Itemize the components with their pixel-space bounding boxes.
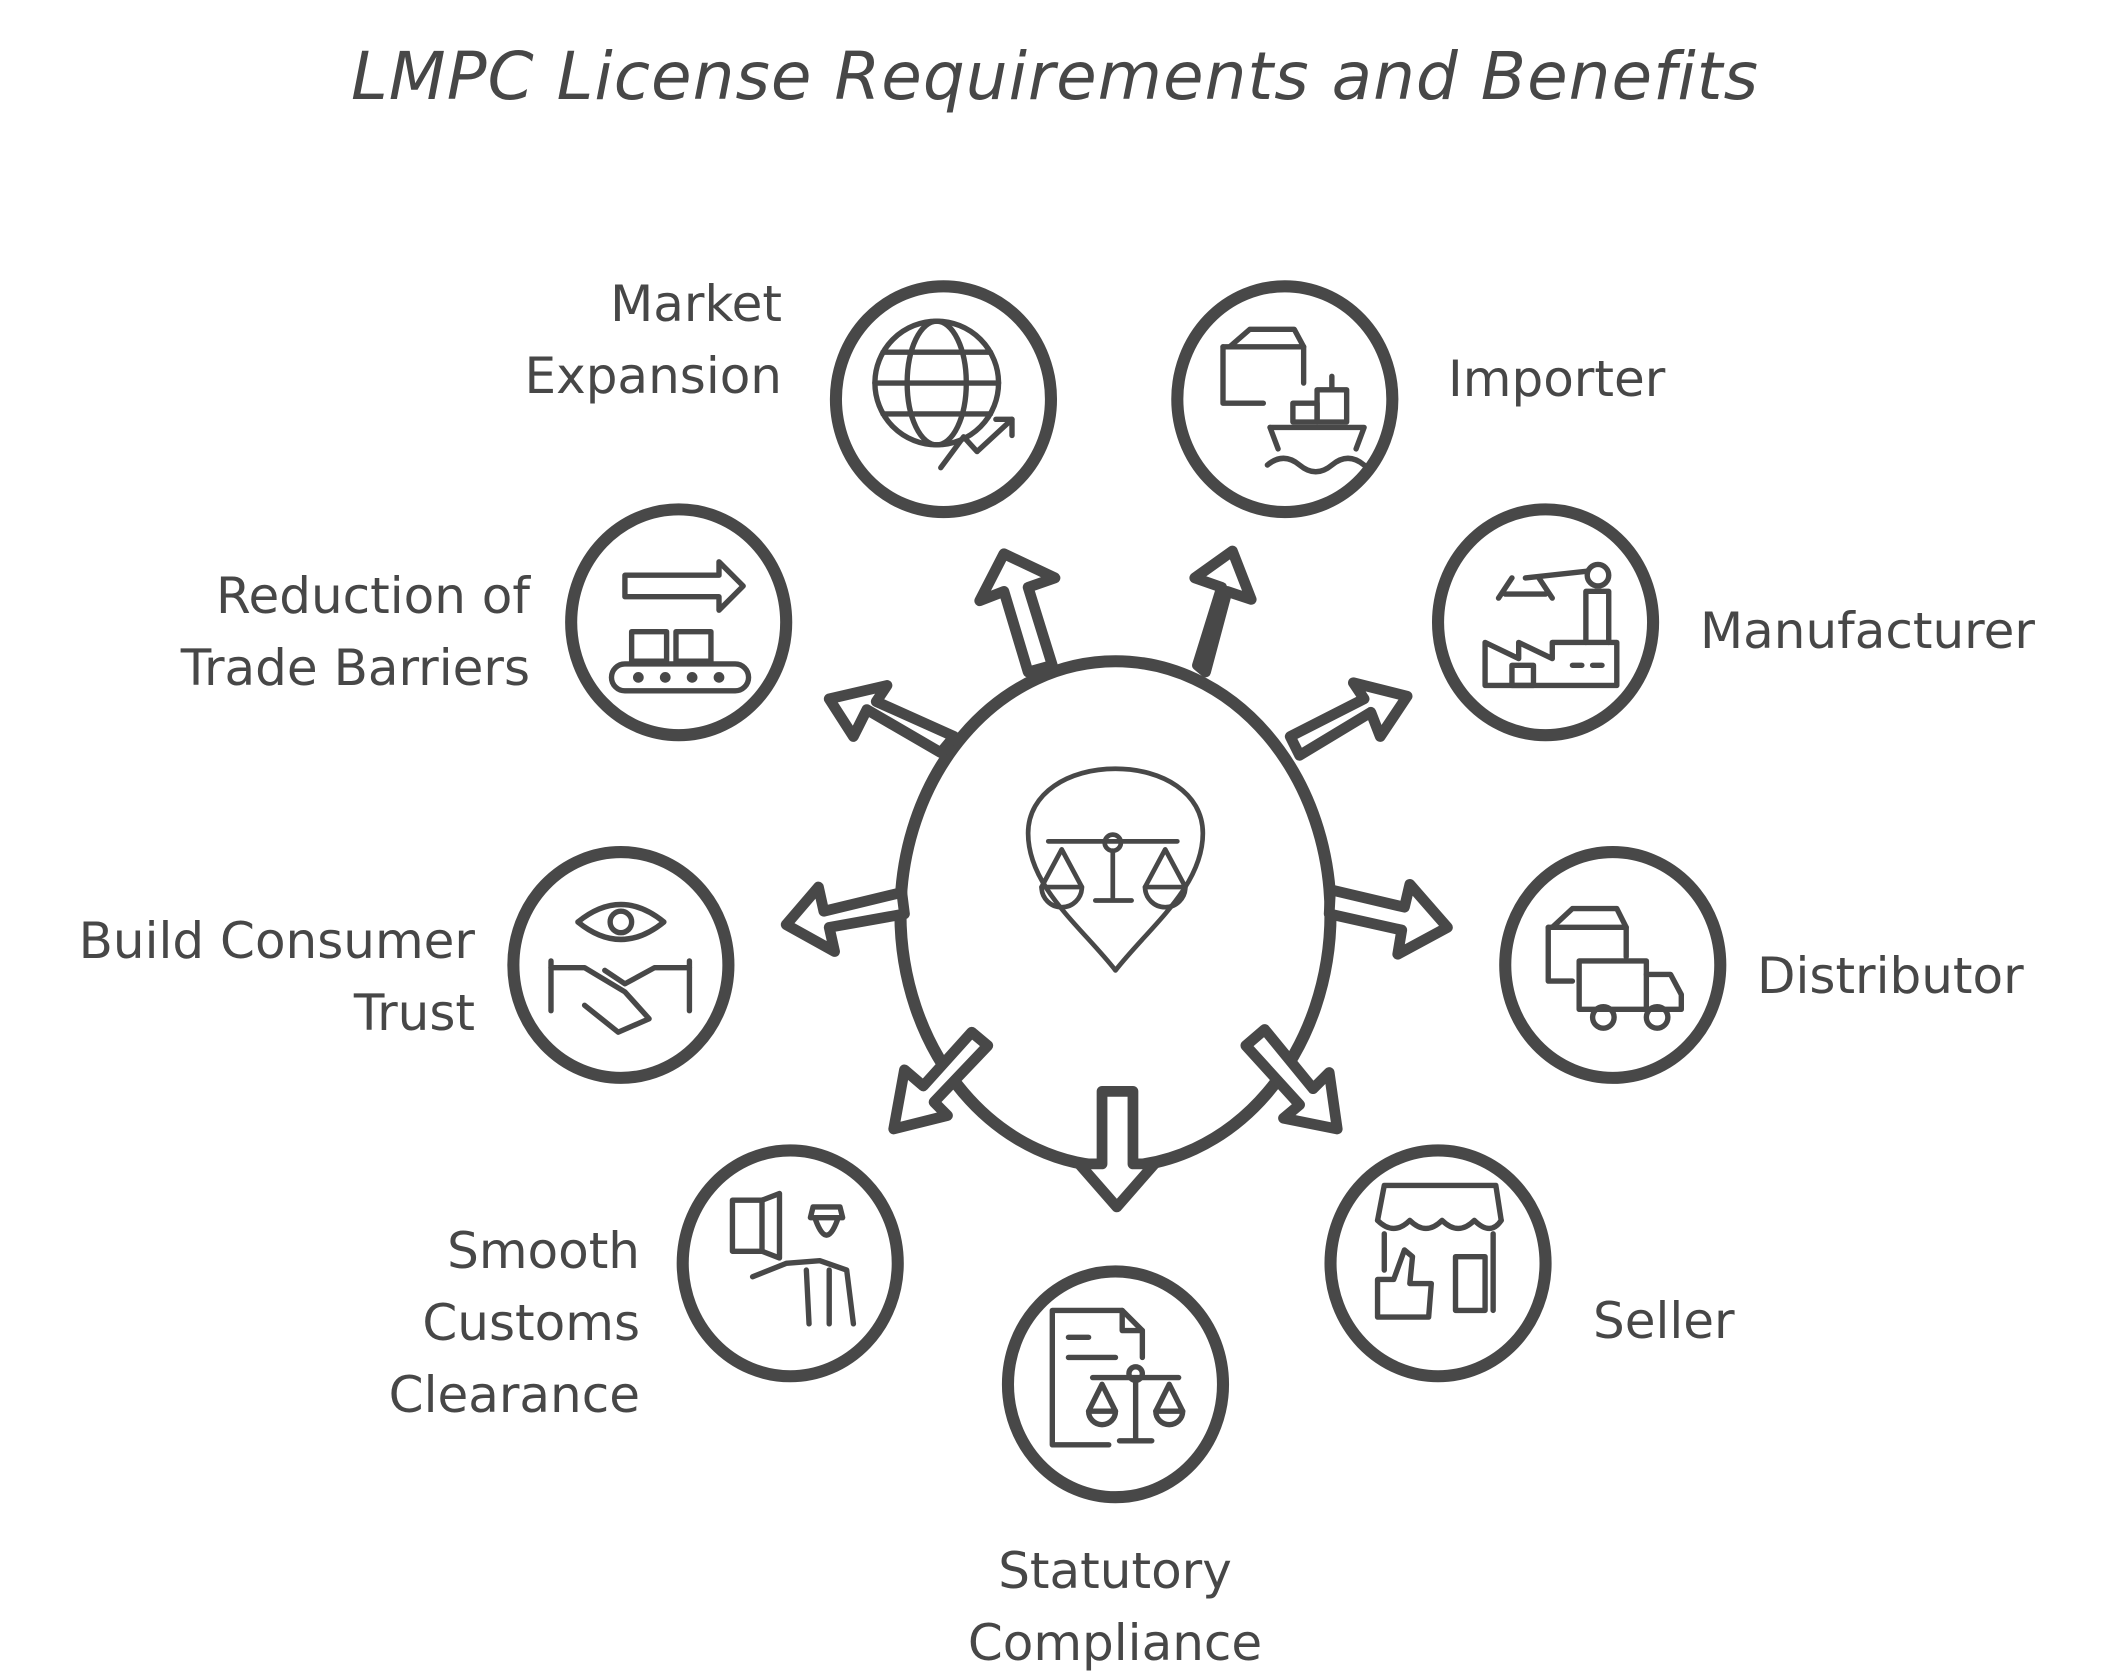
arrow-trade-barriers [823, 680, 960, 759]
node-label-distributor: Distributor [1757, 947, 2024, 1005]
arrow-market-expansion [974, 548, 1061, 678]
arrow-seller [1240, 1024, 1343, 1135]
node-label-smooth-customs-clearance: Smooth Customs Clearance [388, 1222, 640, 1424]
arrow-distributor [1323, 878, 1453, 960]
scales-of-justice-pin-icon [1025, 766, 1206, 973]
arrow-importer [1189, 545, 1257, 678]
node-label-build-consumer-trust: Build Consumer Trust [78, 912, 475, 1042]
diagram-title: LMPC License Requirements and Benefits [351, 38, 1759, 115]
node-label-market-expansion: Market Expansion [524, 275, 782, 405]
node-label-reduction-of-trade-barriers: Reduction of Trade Barriers [180, 567, 530, 697]
node-label-statutory-compliance: Statutory Compliance [967, 1542, 1263, 1672]
arrow-statutory [1073, 1085, 1160, 1213]
node-circle-market-expansion [829, 280, 1058, 519]
arrow-customs [888, 1026, 994, 1135]
arrow-consumer-trust [780, 881, 910, 957]
node-label-importer: Importer [1448, 350, 1666, 408]
node-circle-smooth-customs-clearance [676, 1144, 904, 1383]
node-label-seller: Seller [1593, 1292, 1735, 1350]
node-circle-importer [1171, 280, 1399, 519]
node-circle-build-consumer-trust [507, 846, 735, 1084]
storefront-thumbs-up-icon [1374, 1182, 1504, 1320]
globe-trending-up-icon [872, 318, 1015, 471]
node-circle-reduction-of-trade-barriers [565, 503, 793, 742]
node-circle-statutory-compliance [1001, 1265, 1230, 1504]
arrow-conveyor-boxes-icon [608, 559, 752, 694]
node-label-manufacturer: Manufacturer [1700, 602, 2035, 660]
customs-officer-icon [729, 1190, 857, 1327]
node-circle-distributor [1499, 846, 1727, 1084]
eye-handshake-icon [548, 901, 693, 1035]
document-scales-icon [1049, 1307, 1186, 1448]
factory-robot-arm-icon [1482, 561, 1620, 689]
hub-arrows [780, 545, 1453, 1213]
node-circle-manufacturer [1431, 503, 1660, 742]
node-circle-seller [1324, 1144, 1552, 1383]
box-delivery-truck-icon [1545, 905, 1684, 1031]
box-ship-icon [1220, 326, 1367, 475]
arrow-manufacturer [1284, 677, 1413, 761]
